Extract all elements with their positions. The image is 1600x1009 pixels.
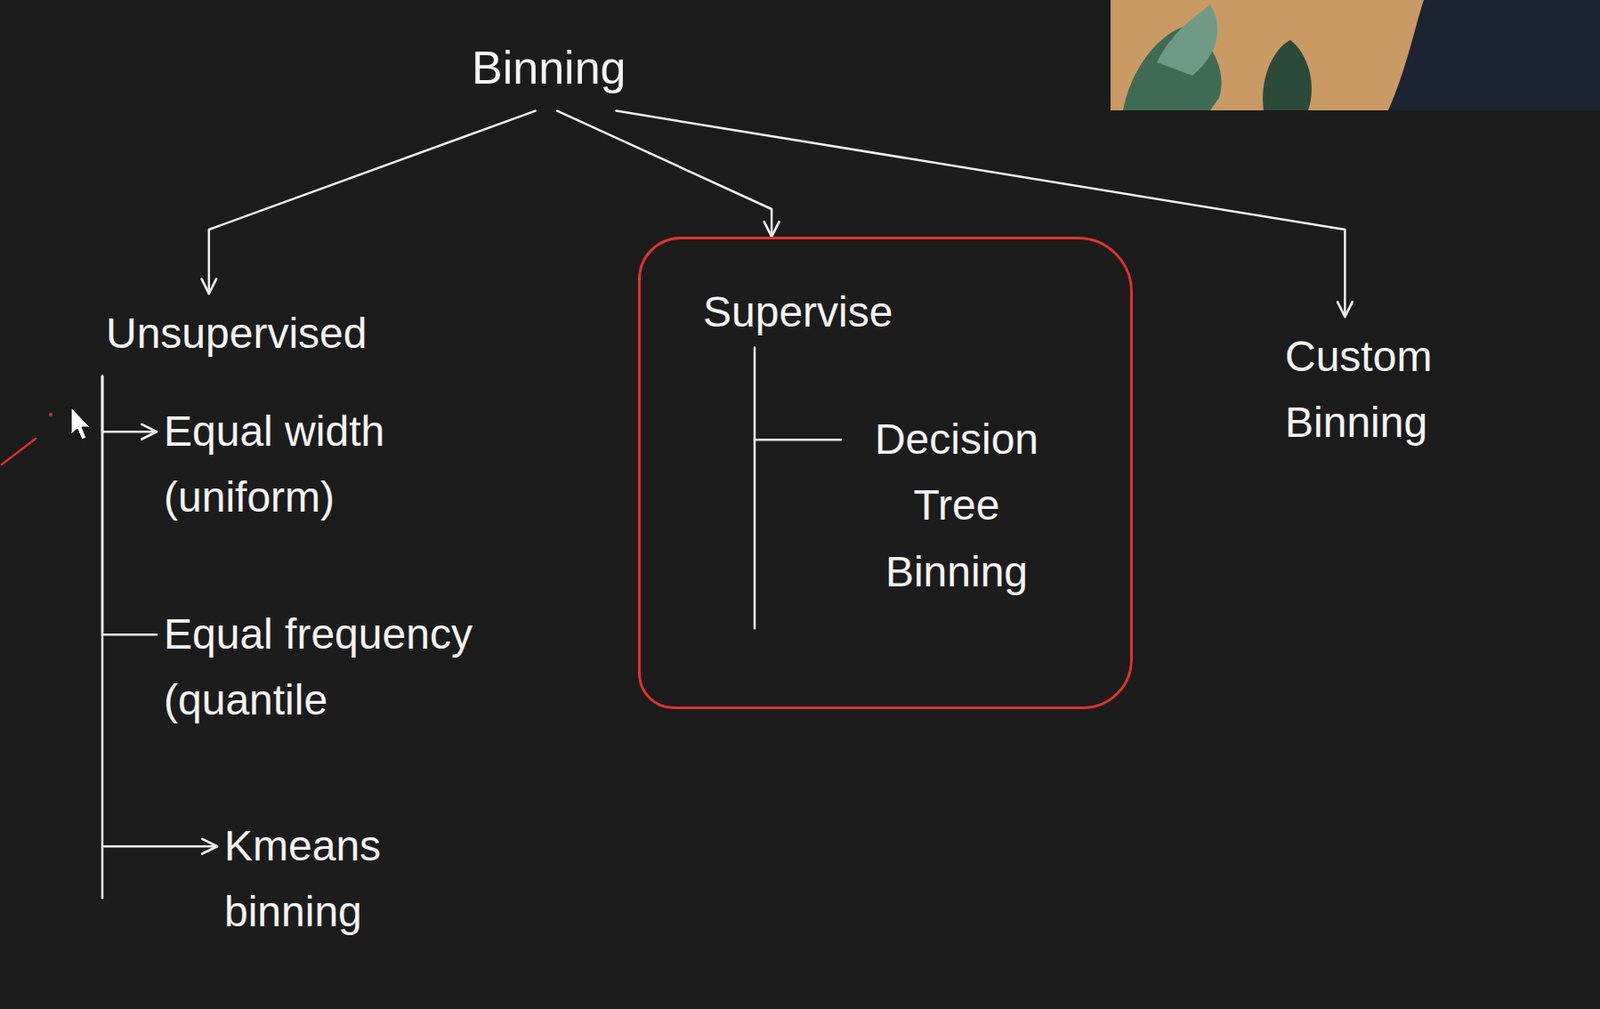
connector-arrow (209, 111, 536, 294)
text-node: Decision Tree Binning (840, 399, 1073, 613)
connector-arrow (616, 111, 1346, 317)
text-node: Unsupervised (98, 293, 374, 374)
connector-arrow (557, 111, 772, 237)
node-label: Unsupervised (105, 300, 367, 367)
node-label: Equal width (uniform) (163, 398, 453, 532)
group-box: Decision Tree Binning Supervise (638, 236, 1133, 710)
webcam-inset (1110, 0, 1600, 111)
bracket-line (101, 846, 105, 898)
red-mark (1, 438, 36, 465)
node-label: Custom Binning (1284, 323, 1529, 457)
red-dot (48, 412, 53, 417)
node-label: Kmeans binning (224, 813, 406, 946)
text-node: Kmeans binning (217, 806, 413, 954)
connector-arrow (102, 375, 157, 432)
mouse-cursor (71, 407, 90, 440)
connector-arrow (754, 347, 841, 440)
node-label: Equal frequency (quantile (163, 601, 524, 735)
text-node: Equal width (uniform) (156, 391, 460, 539)
text-node: Custom Binning (1277, 316, 1536, 464)
person-shirt (1388, 0, 1600, 111)
bracket-line (753, 439, 757, 629)
plant-leaf (1156, 4, 1218, 76)
group-heading: Supervise (703, 279, 893, 346)
plant-leaf (1262, 40, 1312, 111)
node-label: Binning (471, 32, 626, 105)
text-node: Equal frequency (quantile (156, 594, 531, 742)
node-label: Decision Tree Binning (848, 406, 1066, 606)
text-node: Binning (464, 24, 633, 112)
connector-arrow (102, 375, 157, 635)
